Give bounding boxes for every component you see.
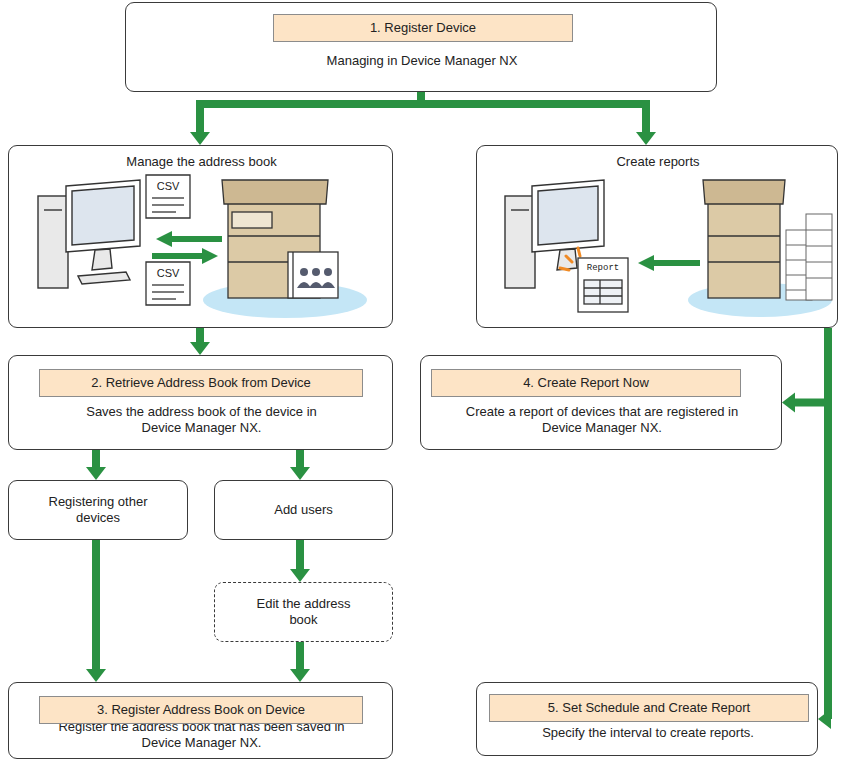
step-title: 2. Retrieve Address Book from Device — [87, 375, 315, 391]
step-label: 5. Set Schedule and Create Report — [489, 694, 809, 722]
step-label: 4. Create Report Now — [431, 369, 741, 397]
process-box: Add users — [214, 480, 393, 540]
process-box: Registering other devices — [8, 480, 188, 540]
printer-icon — [203, 180, 367, 318]
box-text: Specify the interval to create reports. — [488, 725, 808, 741]
report-label: Report — [578, 264, 628, 273]
task-box: Create reports — [476, 145, 838, 328]
transfer-arrow — [638, 255, 700, 271]
paper-stack — [786, 214, 832, 300]
flow-arrow — [421, 92, 656, 145]
file-type-label: CSV — [146, 181, 190, 192]
box-text: Registering other devices — [34, 494, 162, 527]
box-text: Add users — [270, 502, 337, 518]
step-title: 5. Set Schedule and Create Report — [544, 700, 754, 716]
flow-arrow — [290, 540, 310, 582]
box-text: Create reports — [493, 154, 823, 170]
printer-icon — [688, 180, 832, 317]
optional-box: Edit the address book — [214, 582, 393, 642]
flow-arrow — [190, 328, 210, 355]
flow-arrow — [86, 540, 106, 682]
box-text: Manage the address book — [22, 154, 382, 170]
step-title: 3. Register Address Book on Device — [93, 702, 309, 718]
report-burst — [560, 248, 580, 270]
flow-arrow — [782, 328, 828, 413]
file-type-label: CSV — [146, 268, 190, 279]
flow-arrow — [290, 642, 310, 682]
address-book-icon — [288, 252, 338, 298]
step-title: 4. Create Report Now — [519, 375, 653, 391]
step-label: 1. Register Device — [273, 14, 573, 42]
flow-arrow — [818, 328, 831, 729]
step-box: Managing in Device Manager NX 1. Register… — [125, 2, 717, 92]
box-text: Managing in Device Manager NX — [142, 53, 702, 69]
step-box: Specify the interval to create reports. 5… — [476, 682, 818, 756]
step-box: Saves the address book of the device in … — [8, 355, 393, 450]
flow-arrow — [290, 450, 310, 480]
report-icon — [578, 258, 628, 312]
box-text: Saves the address book of the device in … — [71, 404, 333, 437]
step-title: 1. Register Device — [366, 20, 480, 36]
step-box: Register the address book that has been … — [8, 682, 393, 759]
task-box: Manage the address book — [8, 145, 393, 328]
step-box: Create a report of devices that are regi… — [420, 355, 782, 450]
box-text: Create a report of devices that are regi… — [452, 404, 752, 437]
step-label: 2. Retrieve Address Book from Device — [39, 369, 363, 397]
computer-icon — [38, 180, 140, 288]
flow-arrow — [86, 450, 106, 480]
transfer-arrows — [152, 231, 222, 264]
flow-arrow — [190, 92, 421, 145]
step-label: 3. Register Address Book on Device — [39, 696, 363, 724]
box-text: Edit the address book — [245, 596, 363, 629]
